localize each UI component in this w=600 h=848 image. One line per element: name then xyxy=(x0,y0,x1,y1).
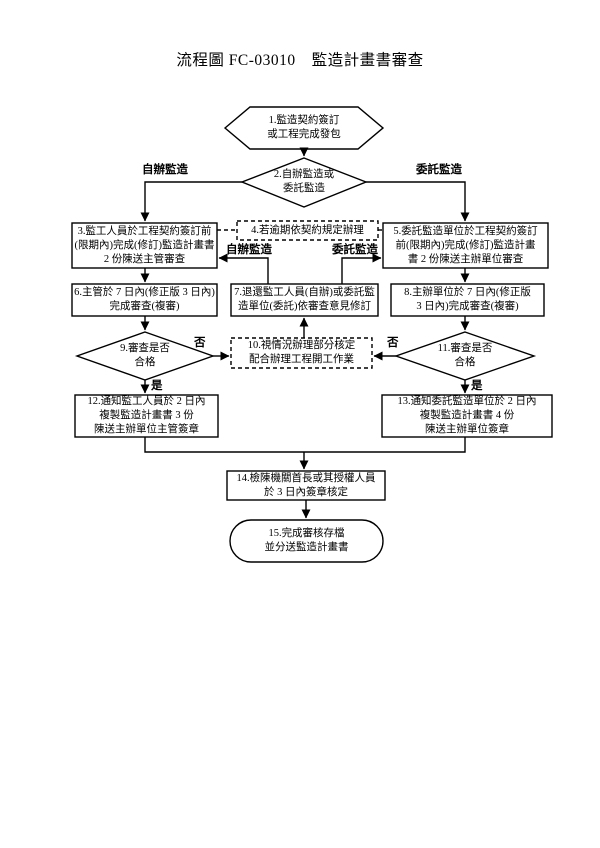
node-step1-text: 1.監造契約簽訂 或工程完成發包 xyxy=(267,115,341,140)
label-yes-right: 是 xyxy=(471,380,483,392)
node-step15-text: 15.完成審核存檔 並分送監造計畫書 xyxy=(264,528,349,553)
label-self-supervision-mid: 自辦監造 xyxy=(226,244,272,256)
node-step12-box xyxy=(74,394,219,438)
node-step7-box xyxy=(230,283,379,317)
node-step2-text: 2.自辦監造或 委託監造 xyxy=(273,169,335,194)
connector-step2-step3-self xyxy=(140,181,242,222)
node-step9-text: 9.審查是否 合格 xyxy=(120,343,170,368)
node-step2-diamond xyxy=(240,157,368,208)
node-step11-text: 11.審查是否 合格 xyxy=(437,343,493,368)
node-step6-text: 6.主管於 7 日內(修正版 3 日內) 完成審查(複審) xyxy=(74,287,215,312)
node-step8-box xyxy=(390,283,545,317)
label-yes-left: 是 xyxy=(151,380,163,392)
connector-step12-merge xyxy=(144,437,304,453)
node-step14-text: 14.檢陳機關首長或其授權人員 於 3 日內簽章核定 xyxy=(236,472,376,498)
node-step7-text: 7.退還監工人員(自辦)或委託監 造單位(委託)依審查意見修訂 xyxy=(234,287,375,312)
node-step10-dashed-box xyxy=(230,337,373,369)
node-step13-text: 13.通知委託監造單位於 2 日內 複製監造計畫書 4 份 陳送主辦單位簽章 xyxy=(397,396,537,435)
node-step1-hexagon xyxy=(223,106,385,150)
node-step5-text: 5.委託監造單位於工程契約簽訂 前(限期內)完成(修訂)監造計畫 書 2 份陳送… xyxy=(393,225,538,265)
connector-step2-step5-commission xyxy=(366,181,470,222)
label-commissioned-supervision-top: 委託監造 xyxy=(416,164,462,176)
label-commissioned-supervision-mid: 委託監造 xyxy=(332,244,378,256)
node-step14-box xyxy=(226,470,386,501)
node-step3-text: 3.監工人員於工程契約簽訂前 (限期內)完成(修訂)監造計畫書 2 份陳送主管審… xyxy=(74,225,215,265)
connector-step13-merge xyxy=(304,437,466,453)
node-step12-text: 12.通知監工人員於 2 日內 複製監造計畫書 3 份 陳送主辦單位主管簽章 xyxy=(87,396,206,435)
node-step8-text: 8.主辦單位於 7 日內(修正版 3 日內)完成審查(複審) xyxy=(404,287,531,312)
label-self-supervision-top: 自辦監造 xyxy=(142,164,188,176)
node-step3-box xyxy=(71,222,218,269)
label-no-left: 否 xyxy=(194,337,206,349)
node-step10-text: 10.視情況辦理部分核定 配合辦理工程開工作業 xyxy=(247,340,356,365)
node-step4-text: 4.若逾期依契約規定辦理 xyxy=(251,224,364,236)
connector-step7-step3-self xyxy=(218,253,269,284)
node-step15-terminal xyxy=(229,519,384,563)
label-no-right: 否 xyxy=(387,337,399,349)
node-step13-box xyxy=(381,394,553,438)
flowchart-title: 流程圖 FC-03010 監造計畫書審查 xyxy=(176,52,424,69)
connector-step7-step5-commission xyxy=(341,253,382,284)
